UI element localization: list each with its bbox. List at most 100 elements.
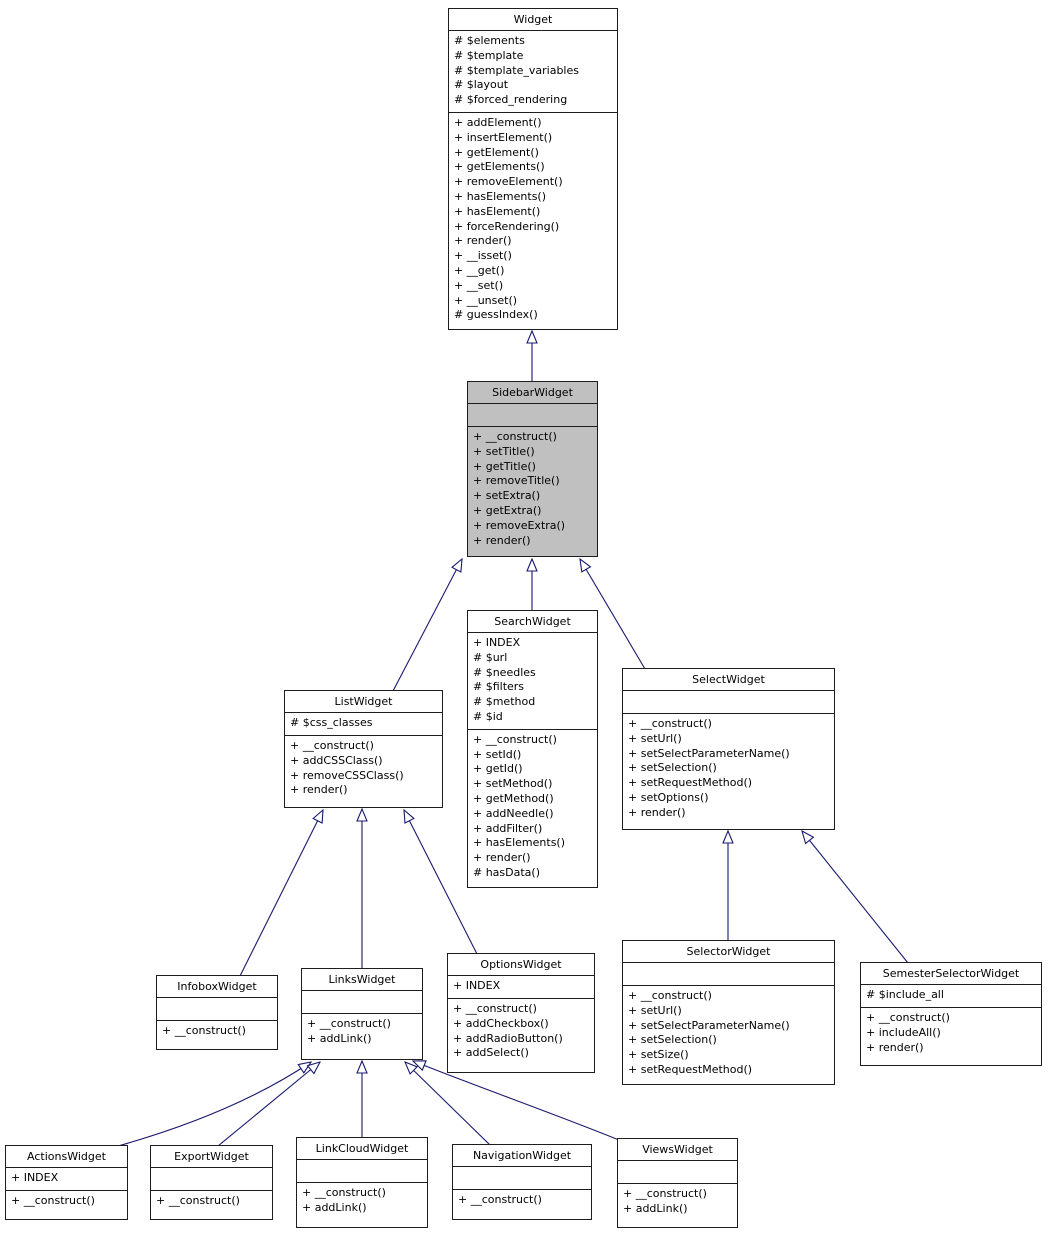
class-node-selectorwidget[interactable]: SelectorWidget + __construct()+ setUrl()… <box>622 940 835 1085</box>
class-title: OptionsWidget <box>448 954 594 976</box>
class-member: + __construct() <box>623 1187 707 1200</box>
class-attributes <box>297 1160 427 1183</box>
class-node-actionswidget[interactable]: ActionsWidget + INDEX + __construct() <box>5 1145 128 1220</box>
class-member: + getElement() <box>454 145 539 159</box>
class-attributes <box>618 1161 737 1184</box>
class-node-selectwidget[interactable]: SelectWidget + __construct()+ setUrl()+ … <box>622 668 835 830</box>
class-member: + removeElement() <box>454 175 563 189</box>
class-member: + setSelection() <box>628 1033 717 1047</box>
class-methods: + __construct() <box>151 1191 272 1219</box>
class-node-widget[interactable]: Widget # $elements# $template# $template… <box>448 8 618 330</box>
class-member: # $id <box>473 709 503 723</box>
class-member: + addLink() <box>623 1201 688 1215</box>
class-attributes: # $css_classes <box>285 713 442 736</box>
class-member: + __construct() <box>302 1186 386 1199</box>
class-member: + INDEX <box>473 636 521 649</box>
class-member: + __construct() <box>156 1194 240 1207</box>
class-member: + __construct() <box>162 1024 246 1037</box>
edge-actionswidget-to-linkswidget <box>117 1062 311 1147</box>
class-member: # hasData() <box>473 865 541 879</box>
class-attributes <box>623 963 834 986</box>
class-node-semesterselectorwidget[interactable]: SemesterSelectorWidget # $include_all + … <box>860 962 1042 1066</box>
class-node-listwidget[interactable]: ListWidget # $css_classes + __construct(… <box>284 690 443 808</box>
class-title: SearchWidget <box>468 611 597 633</box>
class-member: + render() <box>290 783 348 797</box>
class-member: + setSize() <box>628 1048 689 1062</box>
class-member: + addFilter() <box>473 821 543 835</box>
class-node-infoboxwidget[interactable]: InfoboxWidget + __construct() <box>156 975 278 1050</box>
class-member: + __get() <box>454 263 505 277</box>
class-member: + setSelectParameterName() <box>628 746 790 760</box>
class-member: # $forced_rendering <box>454 93 568 107</box>
class-member: + __construct() <box>628 989 712 1002</box>
class-member: + render() <box>628 805 686 819</box>
class-attributes <box>623 691 834 714</box>
class-node-linkswidget[interactable]: LinksWidget + __construct()+ addLink() <box>301 968 423 1060</box>
class-member: + removeTitle() <box>473 474 560 488</box>
class-title: SidebarWidget <box>468 382 597 404</box>
class-node-sidebarwidget[interactable]: SidebarWidget + __construct()+ setTitle(… <box>467 381 598 557</box>
edge-infoboxwidget-to-listwidget <box>239 810 323 977</box>
class-member: + setSelectParameterName() <box>628 1018 790 1032</box>
class-member: + setOptions() <box>628 790 709 804</box>
edge-listwidget-to-sidebarwidget <box>392 559 462 692</box>
edge-exportwidget-to-linkswidget <box>217 1062 320 1147</box>
class-member: + getMethod() <box>473 791 554 805</box>
class-methods: + __construct()+ includeAll()+ render() <box>861 1008 1041 1065</box>
class-member: # guessIndex() <box>454 308 538 322</box>
class-member: + addSelect() <box>453 1046 529 1060</box>
class-member: + __construct() <box>473 732 557 746</box>
class-member: + addElement() <box>454 115 542 129</box>
class-methods: + __construct() <box>453 1190 591 1219</box>
class-node-optionswidget[interactable]: OptionsWidget + INDEX + __construct()+ a… <box>447 953 595 1073</box>
class-member: + removeExtra() <box>473 518 566 532</box>
class-member: + render() <box>454 234 512 248</box>
class-member: # $filters <box>473 680 525 694</box>
class-node-searchwidget[interactable]: SearchWidget + INDEX# $url# $needles# $f… <box>467 610 598 888</box>
class-member: + __construct() <box>628 717 712 730</box>
class-member: + addRadioButton() <box>453 1031 563 1045</box>
class-title: ListWidget <box>285 691 442 713</box>
class-title: SelectorWidget <box>623 941 834 963</box>
class-member: + setSelection() <box>628 761 717 775</box>
class-methods: + __construct()+ addLink() <box>297 1183 427 1227</box>
class-member: + forceRendering() <box>454 219 560 233</box>
class-member: + addLink() <box>302 1200 367 1214</box>
class-attributes <box>302 991 422 1014</box>
class-node-linkcloudwidget[interactable]: LinkCloudWidget + __construct()+ addLink… <box>296 1137 428 1228</box>
class-member: + addNeedle() <box>473 806 554 820</box>
class-member: + getElements() <box>454 160 545 174</box>
class-member: # $css_classes <box>290 716 373 729</box>
class-title: LinksWidget <box>302 969 422 991</box>
class-member: + setUrl() <box>628 1003 682 1017</box>
class-methods: + __construct()+ setTitle()+ getTitle()+… <box>468 427 597 556</box>
class-methods: + __construct()+ setUrl()+ setSelectPara… <box>623 986 834 1084</box>
class-attributes <box>151 1168 272 1191</box>
class-member: + insertElement() <box>454 130 553 144</box>
class-member: + getTitle() <box>473 459 536 473</box>
class-member: + __set() <box>454 278 504 292</box>
class-methods: + __construct()+ addLink() <box>302 1014 422 1059</box>
class-attributes: + INDEX <box>6 1168 127 1191</box>
class-member: + render() <box>473 533 531 547</box>
class-node-navigationwidget[interactable]: NavigationWidget + __construct() <box>452 1144 592 1220</box>
class-member: # $url <box>473 650 508 664</box>
class-attributes: + INDEX <box>448 976 594 999</box>
class-attributes <box>453 1167 591 1190</box>
class-title: SelectWidget <box>623 669 834 691</box>
class-member: # $layout <box>454 78 509 92</box>
class-member: + __construct() <box>290 739 374 752</box>
class-methods: + __construct()+ addCSSClass()+ removeCS… <box>285 736 442 807</box>
class-title: InfoboxWidget <box>157 976 277 998</box>
class-member: # $template <box>454 48 524 62</box>
class-member: + addCSSClass() <box>290 753 383 767</box>
class-member: + hasElement() <box>454 204 541 218</box>
class-member: + hasElements() <box>473 836 566 850</box>
class-member: + addLink() <box>307 1031 372 1045</box>
class-node-viewswidget[interactable]: ViewsWidget + __construct()+ addLink() <box>617 1138 738 1228</box>
class-member: + setRequestMethod() <box>628 776 753 790</box>
class-member: + removeCSSClass() <box>290 768 404 782</box>
class-node-exportwidget[interactable]: ExportWidget + __construct() <box>150 1145 273 1220</box>
class-member: + getId() <box>473 762 523 776</box>
